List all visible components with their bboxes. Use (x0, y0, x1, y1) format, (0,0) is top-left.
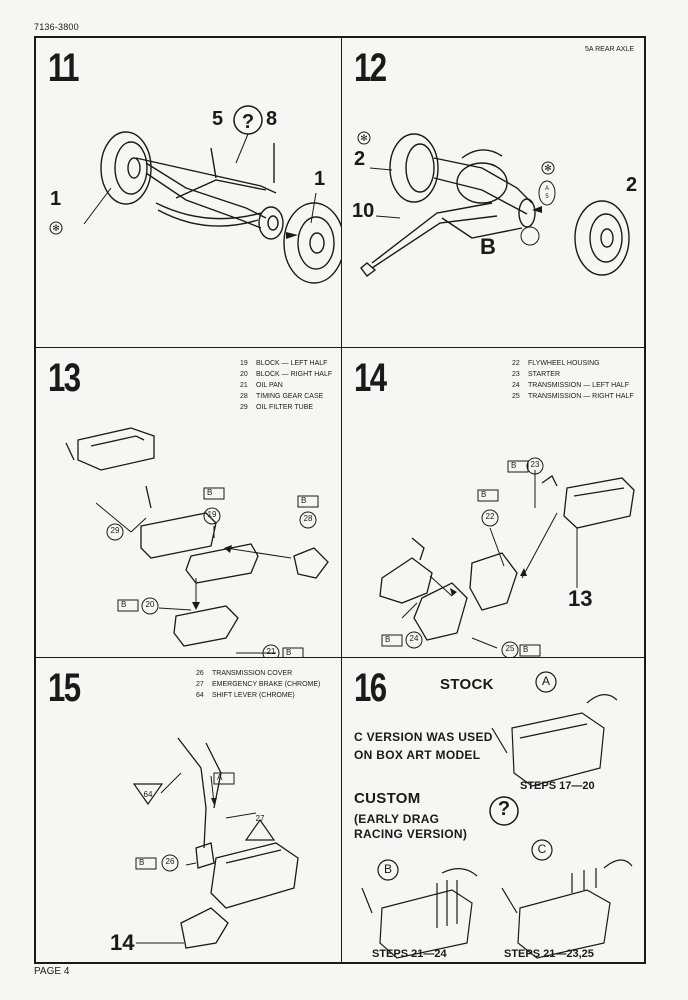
callout-26: 26 (165, 857, 175, 866)
callout-22: 22 (485, 512, 495, 521)
rear-axle-note: 5A REAR AXLE (584, 46, 634, 53)
callout-64: 64 (143, 790, 153, 799)
callout-21: 21 (266, 647, 276, 656)
page-label: PAGE 4 (34, 966, 70, 977)
custom-subtitle-line1: (EARLY DRAG (354, 812, 440, 826)
step-12-panel: 12 5A REAR AXLE (342, 38, 644, 348)
parts-tree-tag: B (481, 490, 487, 499)
callout-20: 20 (145, 600, 155, 609)
step-11-panel: 11 (36, 38, 342, 348)
assembly-label-b: B (480, 234, 496, 259)
parts-tree-tag: B (523, 645, 529, 654)
part-callout-1-left: 1 (50, 188, 62, 210)
document-number: 7136-3800 (34, 22, 79, 32)
option-b-label: B (383, 862, 392, 876)
step-number: 16 (354, 666, 387, 710)
step-number: 12 (354, 46, 387, 90)
callout-25: 25 (505, 644, 515, 653)
callout-19: 19 (207, 510, 217, 519)
c-version-note-line1: C VERSION WAS USED (354, 730, 493, 744)
callout-28: 28 (303, 514, 313, 523)
steps-a-caption: STEPS 17—20 (520, 780, 595, 792)
part-callout-5: 5 (212, 108, 224, 130)
rear-axle-illustration: ✻ ✻ A 5 (357, 131, 630, 277)
steps-b-caption: STEPS 21—24 (372, 948, 447, 960)
parts-tree-tag: B (121, 600, 127, 609)
cement-icon (520, 226, 540, 246)
reference-step-14: 14 (110, 930, 135, 955)
part-callout-10: 10 (352, 200, 375, 222)
option-a-label: A (541, 674, 550, 688)
tag-a5 (538, 180, 556, 206)
svg-text:✻: ✻ (544, 163, 552, 173)
instruction-sheet: 11 (34, 36, 646, 964)
svg-text:✻: ✻ (52, 223, 60, 233)
parts-tree-tag: B (207, 488, 213, 497)
callout-27: 27 (255, 814, 265, 823)
step-number: 13 (48, 356, 81, 400)
reference-step-13: 13 (568, 586, 593, 611)
parts-tree-tag: B (286, 648, 292, 657)
parts-tree-tag: B (511, 461, 517, 470)
question-icon: ? (497, 798, 511, 820)
part-callout-2-right: 2 (626, 174, 638, 196)
custom-subtitle-line2: RACING VERSION) (354, 827, 468, 841)
transmission-illustration (379, 457, 635, 658)
part-callout-2-left: 2 (354, 148, 366, 170)
part-callout-8: 8 (266, 108, 278, 130)
svg-text:A: A (545, 186, 549, 192)
callout-24: 24 (409, 634, 419, 643)
c-version-note-line2: ON BOX ART MODEL (354, 748, 481, 762)
steps-c-caption: STEPS 21—23,25 (504, 948, 594, 960)
step-number: 15 (48, 666, 81, 710)
question-icon: ? (242, 111, 254, 133)
front-axle-illustration: ? ✻ (49, 105, 342, 284)
custom-heading: CUSTOM (354, 790, 421, 807)
parts-tree-tag: B (301, 496, 307, 505)
svg-text:✻: ✻ (360, 133, 368, 143)
stock-heading: STOCK (440, 676, 494, 693)
engine-block-illustration (65, 427, 329, 658)
parts-tree-tag: B (385, 635, 391, 644)
callout-29: 29 (110, 526, 120, 535)
asterisk-icon (541, 161, 555, 175)
parts-tree-tag: B (139, 858, 145, 867)
asterisk-icon (357, 131, 371, 145)
part-callout-1-right: 1 (314, 168, 326, 190)
svg-text:5: 5 (545, 194, 549, 200)
option-c-label: C (537, 842, 547, 856)
step-number: 14 (354, 356, 387, 400)
step-number: 11 (48, 46, 79, 90)
parts-tree-tag: A (217, 773, 223, 782)
callout-23: 23 (530, 460, 540, 469)
step-16-panel: 16 STOCK (342, 658, 644, 962)
engine-options-illustration (361, 671, 633, 959)
shift-lever-illustration (132, 737, 299, 949)
asterisk-icon (49, 221, 63, 235)
